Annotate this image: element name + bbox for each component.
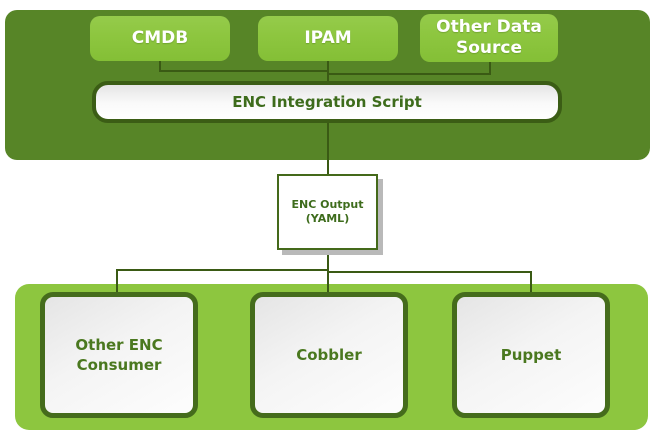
enc-output-box: ENC Output (YAML) (277, 174, 378, 250)
consumer-label-other-enc-consumer: Other ENC Consumer (75, 336, 163, 374)
consumer-box-other-enc-consumer: Other ENC Consumer (40, 292, 198, 418)
source-box-ipam: IPAM (258, 16, 398, 61)
consumer-box-cobbler: Cobbler (250, 292, 408, 418)
connector-cmdb-to-script (159, 60, 329, 72)
consumer-box-puppet: Puppet (452, 292, 610, 418)
connector-output-to-other-enc (116, 269, 329, 294)
consumer-label-puppet: Puppet (500, 346, 562, 364)
integration-script-box: ENC Integration Script (92, 81, 562, 123)
source-box-other-data-source: Other Data Source (420, 14, 558, 62)
source-label-ipam: IPAM (304, 28, 352, 48)
source-label-cmdb: CMDB (131, 28, 189, 48)
source-box-cmdb: CMDB (90, 16, 230, 61)
integration-script-label: ENC Integration Script (232, 93, 422, 111)
connector-output-to-puppet (327, 271, 532, 294)
source-label-other-data-source: Other Data Source (436, 17, 542, 58)
enc-output-label-line1: ENC Output (291, 198, 364, 211)
enc-output-label-line2: (YAML) (305, 212, 350, 225)
connector-other-data-to-script (328, 60, 491, 75)
consumer-label-cobbler: Cobbler (296, 346, 362, 364)
